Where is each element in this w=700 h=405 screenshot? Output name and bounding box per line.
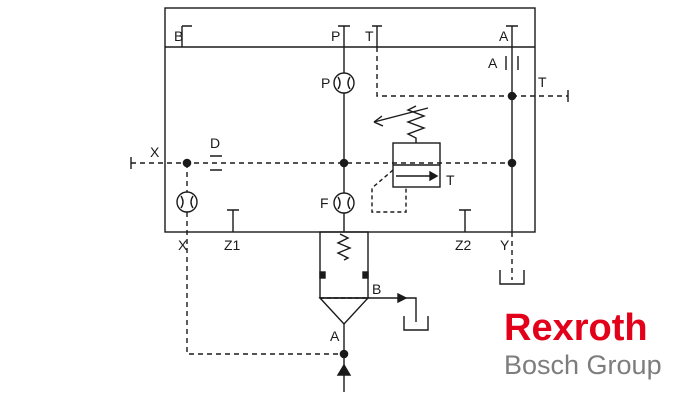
port-p-top-label: P: [331, 28, 340, 44]
z1-port-marker: [227, 209, 239, 232]
x-bottom-label: X: [178, 237, 188, 253]
a-marker-label: A: [488, 55, 498, 71]
b-filter-label: B: [372, 281, 381, 297]
d-label: D: [210, 135, 220, 151]
port-a-top-label: A: [499, 28, 509, 44]
gauge-f-label: F: [320, 195, 329, 211]
junction-dot: [339, 349, 349, 359]
pressure-gauge-x: [176, 191, 198, 213]
port-t-top-label: T: [365, 28, 374, 44]
relief-valve: [371, 105, 441, 213]
z2-label: Z2: [455, 237, 472, 253]
relief-t-label: T: [446, 172, 455, 188]
brand-name: Rexroth: [504, 307, 648, 349]
junction-dot: [507, 158, 517, 168]
brand-group: Bosch Group: [504, 350, 662, 380]
gauge-p-label: P: [321, 75, 330, 91]
a-filter-label: A: [330, 328, 340, 344]
t-right-label: T: [538, 74, 547, 90]
junction-dot: [507, 91, 517, 101]
pressure-gauge-p: [333, 72, 355, 94]
port-b-top-label: B: [174, 28, 183, 44]
x-pilot-vertical-lower: [186, 212, 344, 355]
x-left-label: X: [150, 144, 160, 160]
junction-dot: [339, 158, 349, 168]
inlet-arrow: [336, 363, 352, 376]
z1-label: Z1: [224, 237, 241, 253]
y-bottom-label: Y: [500, 237, 510, 253]
z2-port-marker: [459, 209, 471, 232]
filter-outlet-arrow: [397, 292, 408, 304]
pressure-gauge-f: [333, 192, 355, 214]
top-port-markers: [181, 25, 518, 47]
tank-drain-line: [376, 47, 568, 97]
filter-outlet-tank: [403, 297, 429, 331]
junction-dots: [182, 91, 517, 359]
y-tank: [499, 270, 525, 285]
junction-dot: [182, 158, 192, 168]
orifice-d: [210, 155, 222, 171]
filter-unit: [318, 231, 370, 326]
a-marker-ticks: [505, 56, 519, 70]
